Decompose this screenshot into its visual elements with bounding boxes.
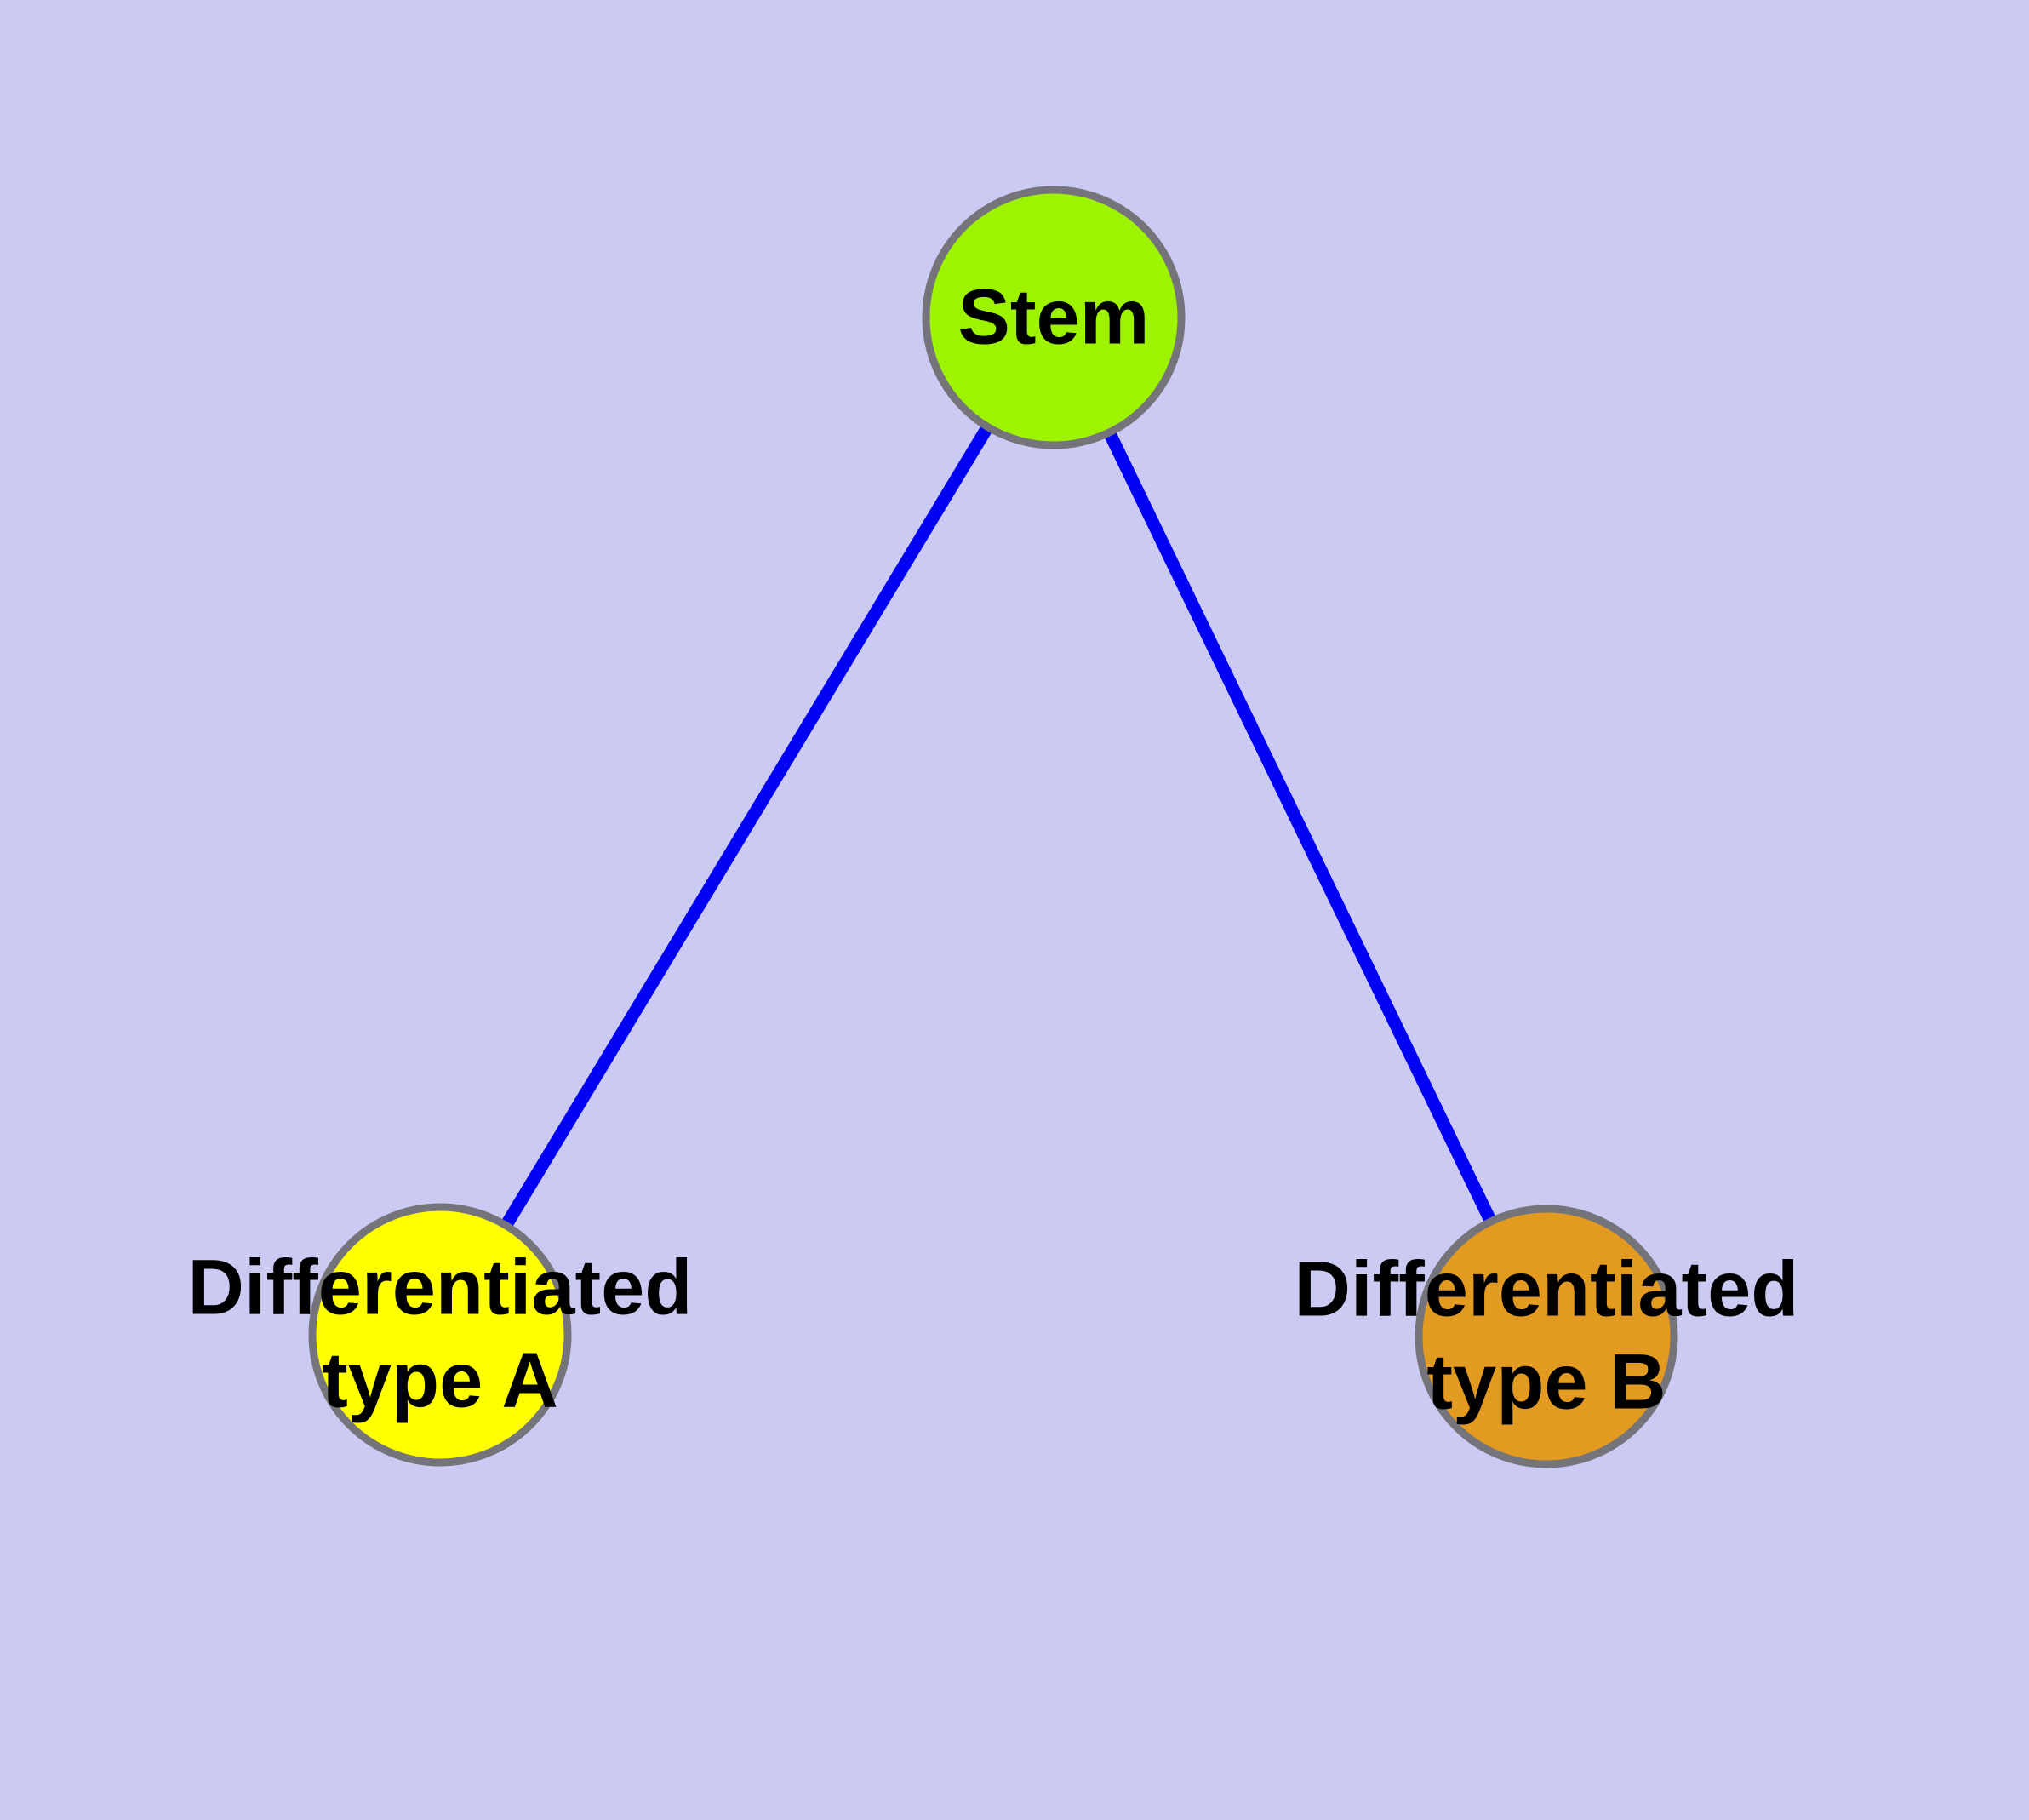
node-circle-type-a bbox=[308, 1203, 572, 1467]
edge-stem-to-type-a bbox=[434, 314, 1060, 1338]
edge-stem-to-type-b bbox=[1048, 314, 1552, 1340]
node-circle-stem bbox=[922, 186, 1186, 449]
node-circle-type-b bbox=[1415, 1205, 1678, 1468]
